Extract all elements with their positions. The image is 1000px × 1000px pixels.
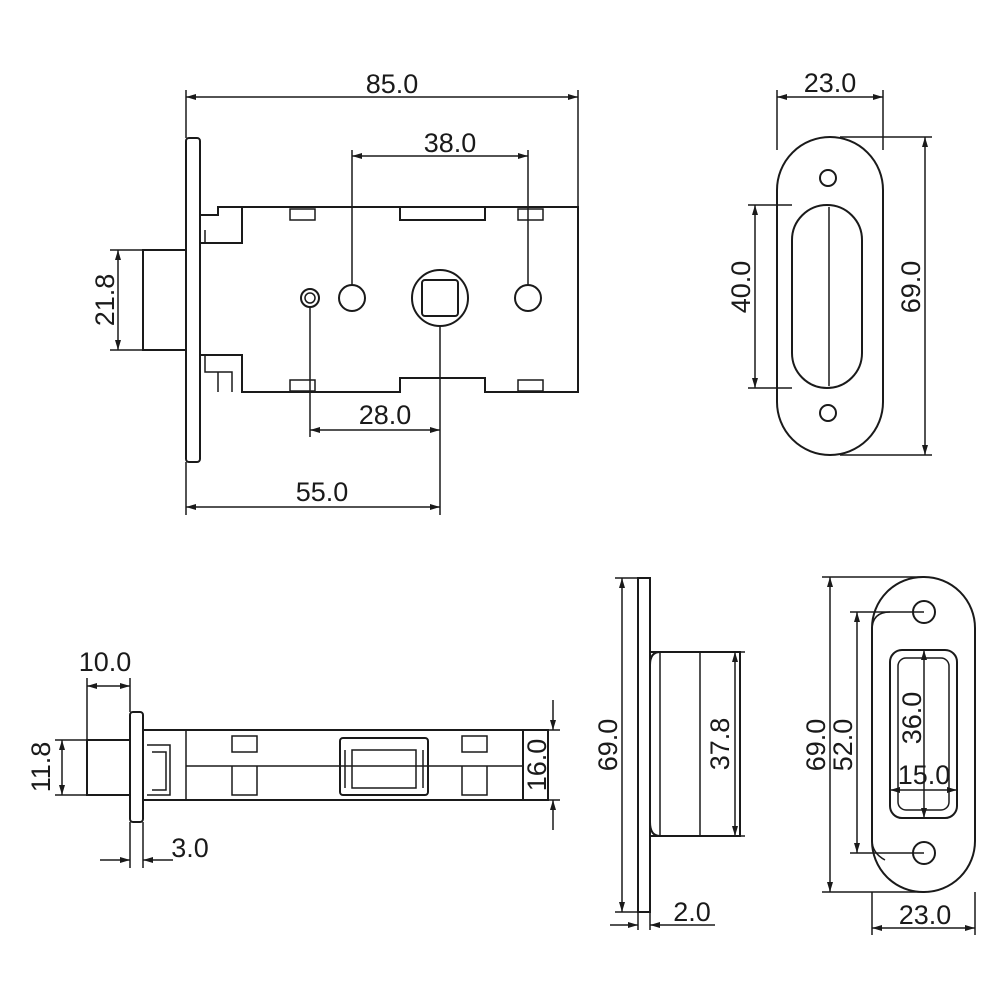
latch-faceplate bbox=[129, 711, 144, 823]
dim-latch-length: 10.0 bbox=[79, 647, 132, 677]
dim-strike-height: 69.0 bbox=[896, 261, 926, 314]
strike-hole-bottom bbox=[819, 404, 837, 422]
dim-body-height: 16.0 bbox=[522, 739, 552, 792]
dim-hole-spacing: 38.0 bbox=[424, 128, 477, 158]
dim-faceplate-thickness: 3.0 bbox=[171, 833, 209, 863]
dim-latch-height: 21.8 bbox=[90, 274, 120, 327]
dim-strike-width: 23.0 bbox=[804, 68, 857, 98]
dim-latch-bolt-height: 11.8 bbox=[26, 742, 56, 793]
latch-bolt-side bbox=[86, 739, 131, 796]
dim-front-height: 69.0 bbox=[801, 719, 831, 772]
latch-square bbox=[339, 737, 429, 796]
latch-side-view: 10.0 11.8 3.0 16.0 bbox=[26, 647, 560, 868]
small-hole bbox=[300, 288, 320, 308]
dim-strike-box-depth: 37.8 bbox=[705, 718, 735, 771]
dim-overall-length: 85.0 bbox=[366, 69, 419, 99]
dim-front-hole-spacing: 52.0 bbox=[828, 719, 858, 772]
dim-front-width: 23.0 bbox=[899, 900, 952, 930]
strike-plate-edge bbox=[637, 577, 651, 913]
strike-plate-view-top: 23.0 40.0 69.0 bbox=[726, 68, 932, 456]
strike-hole-top bbox=[819, 169, 837, 187]
dim-hole-offset: 28.0 bbox=[359, 400, 412, 430]
dim-front-slot-length: 36.0 bbox=[897, 692, 927, 745]
faceplate bbox=[185, 137, 201, 463]
spindle-square bbox=[421, 279, 459, 317]
spindle-hub bbox=[411, 269, 469, 327]
latch-body bbox=[142, 729, 524, 801]
strike-plate-outline bbox=[776, 136, 884, 456]
lock-body-front-view: 85.0 38.0 21.8 28.0 55.0 bbox=[90, 69, 579, 515]
strike-box bbox=[649, 651, 741, 837]
latch-bolt bbox=[142, 249, 187, 351]
screw-hole-right bbox=[514, 284, 542, 312]
dim-plate-thickness: 2.0 bbox=[673, 897, 711, 927]
dim-strike-slot-length: 40.0 bbox=[726, 261, 756, 314]
dim-front-slot-width: 15.0 bbox=[898, 760, 951, 790]
strike-side-view: 69.0 37.8 2.0 bbox=[593, 577, 745, 930]
screw-hole-left bbox=[338, 284, 366, 312]
strike-plate-view-front: 69.0 52.0 36.0 15.0 23.0 bbox=[801, 576, 976, 935]
dim-backset: 55.0 bbox=[296, 477, 349, 507]
strike-slot bbox=[791, 204, 863, 389]
dim-strike-side-height: 69.0 bbox=[593, 719, 623, 772]
lock-case-outline bbox=[200, 206, 579, 393]
